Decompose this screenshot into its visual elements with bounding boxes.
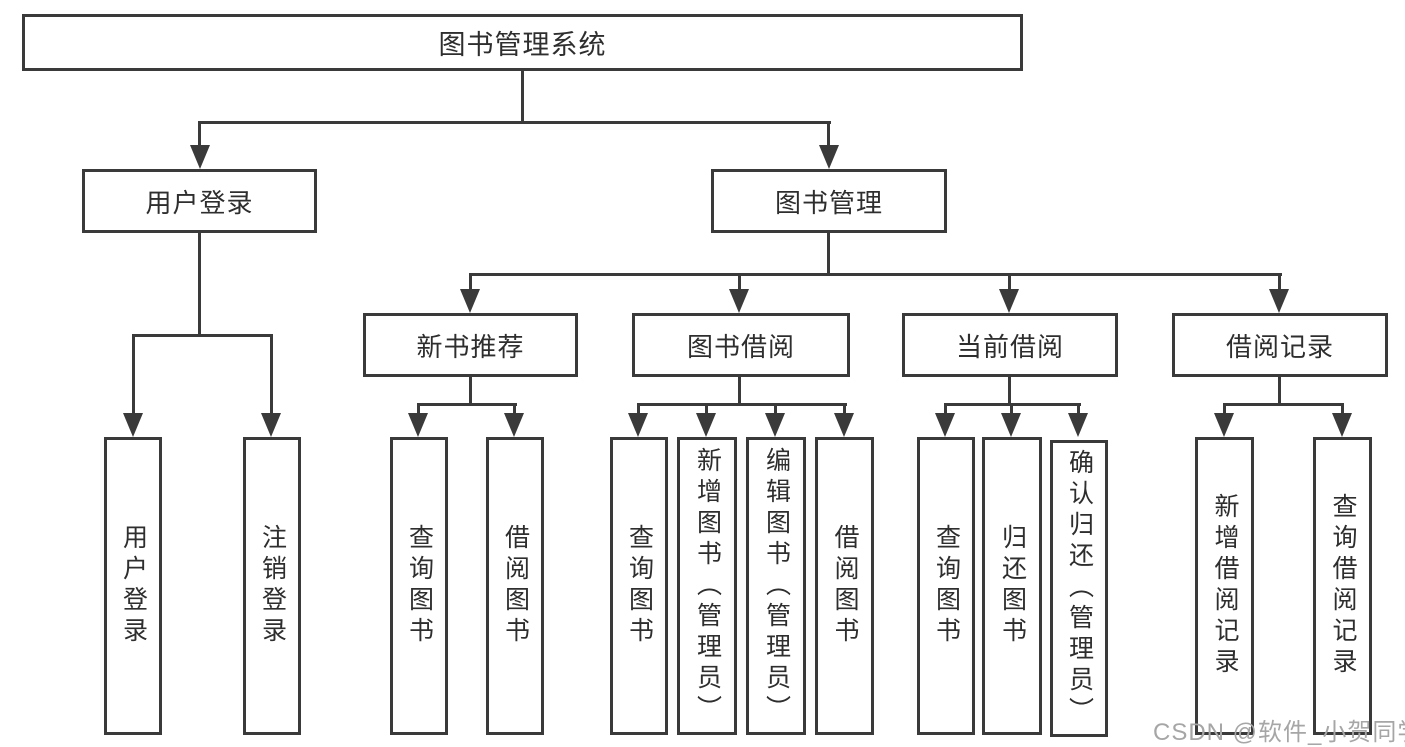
- leaf-user-login: 用户登录: [104, 437, 162, 735]
- leaf-edit-books-admin: 编辑图书（管理员）: [746, 437, 806, 735]
- connector-line: [1223, 403, 1226, 415]
- connector-arrowhead: [999, 289, 1019, 313]
- leaf-borrow-books-recommend: 借阅图书: [486, 437, 544, 735]
- connector-line: [132, 334, 135, 414]
- connector-line: [1008, 273, 1011, 291]
- leaf-logout-label: 注销登录: [258, 524, 287, 648]
- connector-line: [738, 377, 741, 406]
- connector-line: [270, 334, 273, 414]
- connector-line: [637, 403, 640, 415]
- connector-line: [843, 403, 846, 415]
- leaf-confirm-return-admin-label: 确认归还（管理员）: [1065, 449, 1094, 728]
- leaf-edit-books-admin-label: 编辑图书（管理员）: [762, 446, 791, 726]
- connector-arrowhead: [935, 413, 955, 437]
- connector-arrowhead: [1269, 289, 1289, 313]
- connector-line: [469, 273, 1282, 276]
- connector-arrowhead: [628, 413, 648, 437]
- node-book-management-label: 图书管理: [774, 187, 883, 218]
- connector-arrowhead: [819, 145, 839, 169]
- node-user-login: 用户登录: [82, 169, 317, 233]
- leaf-logout: 注销登录: [243, 437, 301, 735]
- connector-line: [1341, 403, 1344, 415]
- connector-arrowhead: [460, 289, 480, 313]
- leaf-borrow-books-recommend-label: 借阅图书: [501, 524, 530, 648]
- connector-line: [198, 233, 201, 336]
- leaf-user-login-label: 用户登录: [119, 524, 148, 648]
- connector-line: [513, 403, 516, 415]
- connector-line: [705, 403, 708, 415]
- leaf-add-books-admin: 新增图书（管理员）: [677, 437, 737, 735]
- connector-line: [827, 121, 830, 147]
- connector-arrowhead: [408, 413, 428, 437]
- connector-line: [417, 403, 517, 406]
- leaf-return-books: 归还图书: [982, 437, 1042, 735]
- node-book-borrow-label: 图书借阅: [686, 331, 795, 362]
- connector-arrowhead: [1332, 413, 1352, 437]
- connector-line: [944, 403, 947, 415]
- leaf-return-books-label: 归还图书: [998, 524, 1027, 648]
- csdn-watermark: CSDN @软件_小贺同学: [1153, 719, 1405, 746]
- leaf-query-books-recommend: 查询图书: [390, 437, 448, 735]
- node-book-management: 图书管理: [711, 169, 947, 233]
- node-borrow-records-label: 借阅记录: [1225, 331, 1334, 362]
- node-current-borrow-label: 当前借阅: [955, 331, 1064, 362]
- leaf-query-books-current-label: 查询图书: [932, 524, 961, 648]
- node-library-system: 图书管理系统: [22, 14, 1023, 71]
- connector-line: [1278, 273, 1281, 291]
- connector-line: [417, 403, 420, 415]
- connector-arrowhead: [123, 413, 143, 437]
- connector-line: [132, 334, 273, 337]
- connector-line: [738, 273, 741, 291]
- node-borrow-records: 借阅记录: [1172, 313, 1388, 377]
- connector-arrowhead: [1068, 413, 1088, 437]
- connector-line: [1077, 403, 1080, 415]
- connector-arrowhead: [834, 413, 854, 437]
- connector-line: [198, 121, 201, 147]
- connector-line: [469, 273, 472, 291]
- node-library-system-label: 图书管理系统: [438, 30, 607, 60]
- connector-line: [521, 70, 524, 124]
- connector-line: [637, 403, 847, 406]
- leaf-borrow-books: 借阅图书: [815, 437, 874, 735]
- node-new-book-recommend: 新书推荐: [363, 313, 578, 377]
- leaf-borrow-books-label: 借阅图书: [831, 524, 859, 648]
- connector-line: [1010, 403, 1013, 415]
- connector-arrowhead: [696, 413, 716, 437]
- connector-arrowhead: [1001, 413, 1021, 437]
- node-book-borrow: 图书借阅: [632, 313, 850, 377]
- leaf-query-books-recommend-label: 查询图书: [405, 524, 434, 648]
- leaf-add-borrow-record-label: 新增借阅记录: [1211, 493, 1239, 679]
- leaf-add-borrow-record: 新增借阅记录: [1195, 437, 1254, 735]
- connector-arrowhead: [765, 413, 785, 437]
- node-user-login-label: 用户登录: [145, 187, 254, 218]
- node-current-borrow: 当前借阅: [902, 313, 1118, 377]
- connector-arrowhead: [504, 413, 524, 437]
- connector-line: [774, 403, 777, 415]
- connector-line: [827, 233, 830, 276]
- connector-line: [198, 121, 831, 124]
- connector-arrowhead: [190, 145, 210, 169]
- leaf-query-books-borrow: 查询图书: [610, 437, 668, 735]
- connector-arrowhead: [261, 413, 281, 437]
- connector-line: [469, 377, 472, 406]
- leaf-query-borrow-record-label: 查询借阅记录: [1329, 493, 1357, 679]
- leaf-confirm-return-admin: 确认归还（管理员）: [1050, 440, 1108, 737]
- leaf-add-books-admin-label: 新增图书（管理员）: [693, 446, 722, 726]
- connector-line: [1008, 377, 1011, 406]
- leaf-query-borrow-record: 查询借阅记录: [1313, 437, 1372, 735]
- connector-arrowhead: [729, 289, 749, 313]
- leaf-query-books-borrow-label: 查询图书: [625, 524, 654, 648]
- leaf-query-books-current: 查询图书: [917, 437, 975, 735]
- connector-arrowhead: [1214, 413, 1234, 437]
- connector-line: [1278, 377, 1281, 406]
- node-new-book-recommend-label: 新书推荐: [416, 331, 525, 362]
- connector-line: [1223, 403, 1344, 406]
